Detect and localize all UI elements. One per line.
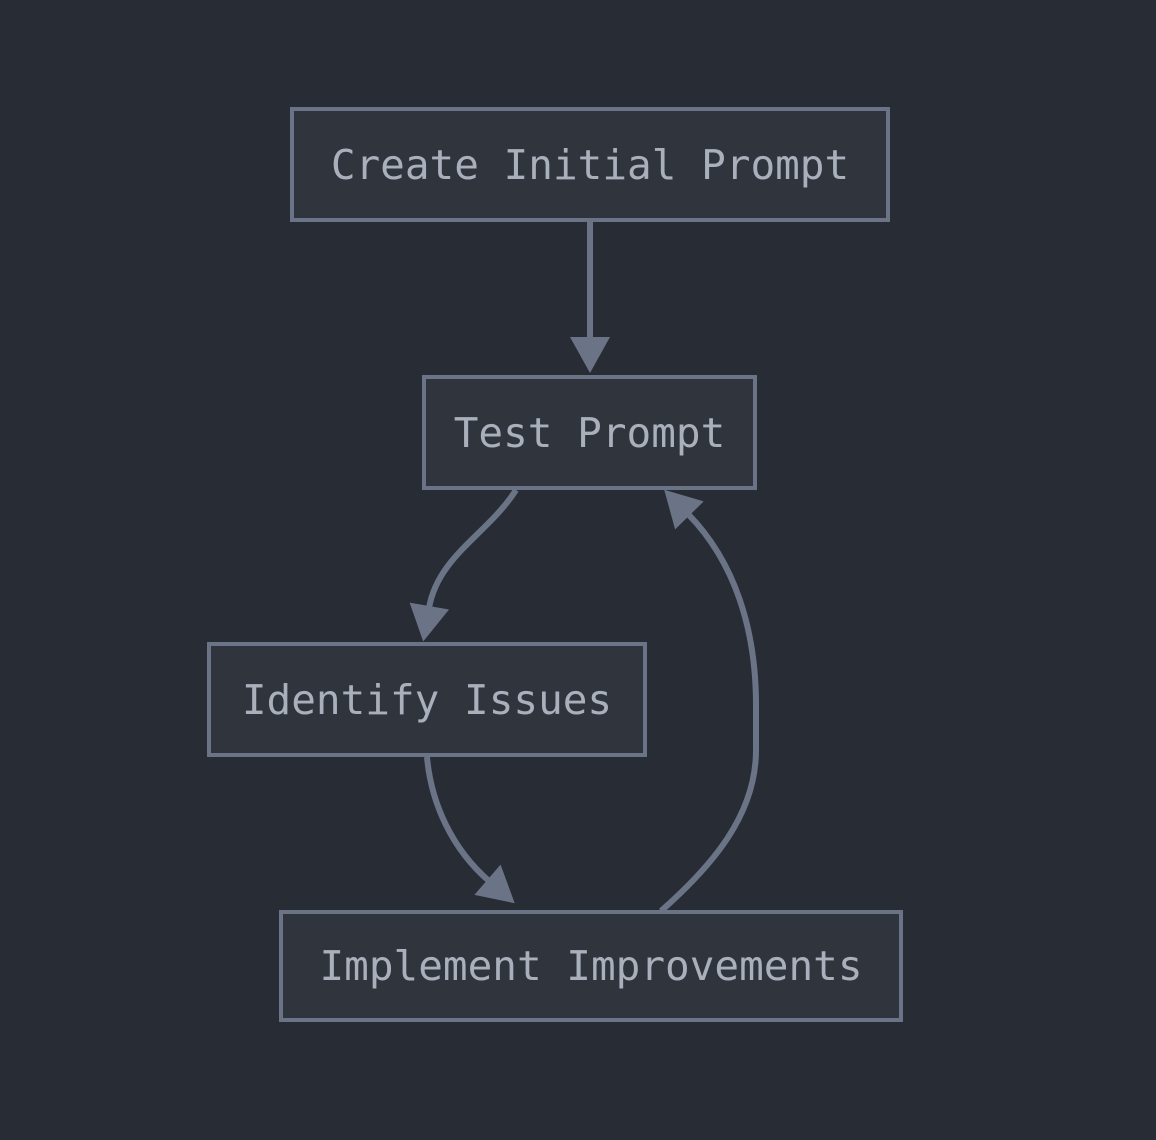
node-label: Test Prompt [453,408,726,457]
edge-test-to-identify [409,488,519,642]
node-label: Implement Improvements [319,942,863,990]
node-label: Create Initial Prompt [330,140,850,189]
node-create-initial-prompt: Create Initial Prompt [290,107,890,222]
edge-implement-to-test [659,489,759,914]
node-implement-improvements: Implement Improvements [279,910,903,1022]
node-test-prompt: Test Prompt [422,375,757,490]
node-label: Identify Issues [241,675,613,724]
edge-identify-to-implement [424,756,515,904]
node-identify-issues: Identify Issues [207,642,647,757]
